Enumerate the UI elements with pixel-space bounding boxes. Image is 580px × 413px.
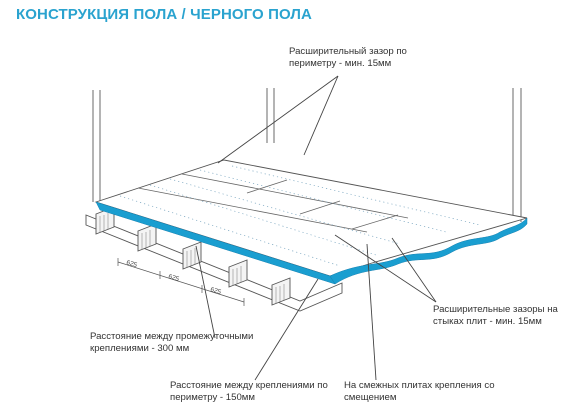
callout-offset-fastening: На смежных плитах крепления со смещением [344, 380, 495, 404]
callout-joint-gaps: Расширительные зазоры на стыках плит - м… [433, 304, 558, 328]
subfloor-boards [94, 159, 528, 285]
leader-lines [195, 75, 437, 381]
joist-spacing-label-1: 625 [125, 259, 138, 269]
callout-intermediate-spacing: Расстояние между промежуточными креплени… [90, 331, 253, 355]
callout-offset-fastening-line2: смещением [344, 392, 397, 403]
callout-intermediate-spacing-line1: Расстояние между промежуточными [90, 331, 254, 342]
callout-perimeter-gap: Расширительный зазор по периметру - мин.… [289, 46, 407, 70]
page-title: КОНСТРУКЦИЯ ПОЛА / ЧЕРНОГО ПОЛА [16, 6, 312, 23]
board-joints [137, 173, 409, 233]
back-wall-posts [92, 88, 522, 222]
joist-spacing-label-2: 625 [167, 273, 180, 283]
joists [85, 206, 343, 312]
callout-perimeter-gap-line1: Расширительный зазор по [289, 46, 407, 57]
callout-perimeter-gap-line2: периметру - мин. 15мм [289, 58, 392, 69]
callout-perimeter-spacing-line1: Расстояние между креплениями по [170, 380, 328, 391]
joist-hatching [99, 213, 285, 303]
joist-spacing-label-3: 625 [209, 286, 222, 296]
joist-spacing-dimensions [117, 258, 245, 306]
board-side-edge-wavy [329, 217, 528, 285]
joist-blocks [95, 206, 291, 306]
callout-perimeter-spacing: Расстояние между креплениями по периметр… [170, 380, 328, 404]
callout-joint-gaps-line2: стыках плит - мин. 15мм [433, 316, 542, 327]
callout-perimeter-spacing-line2: периметру - 150мм [170, 392, 255, 403]
callout-intermediate-spacing-line2: креплениями - 300 мм [90, 343, 190, 354]
callout-joint-gaps-line1: Расширительные зазоры на [433, 304, 558, 315]
board-top-surface [94, 159, 528, 277]
callout-offset-fastening-line1: На смежных плитах крепления со [344, 380, 495, 391]
fastener-dot-rows [119, 165, 481, 267]
